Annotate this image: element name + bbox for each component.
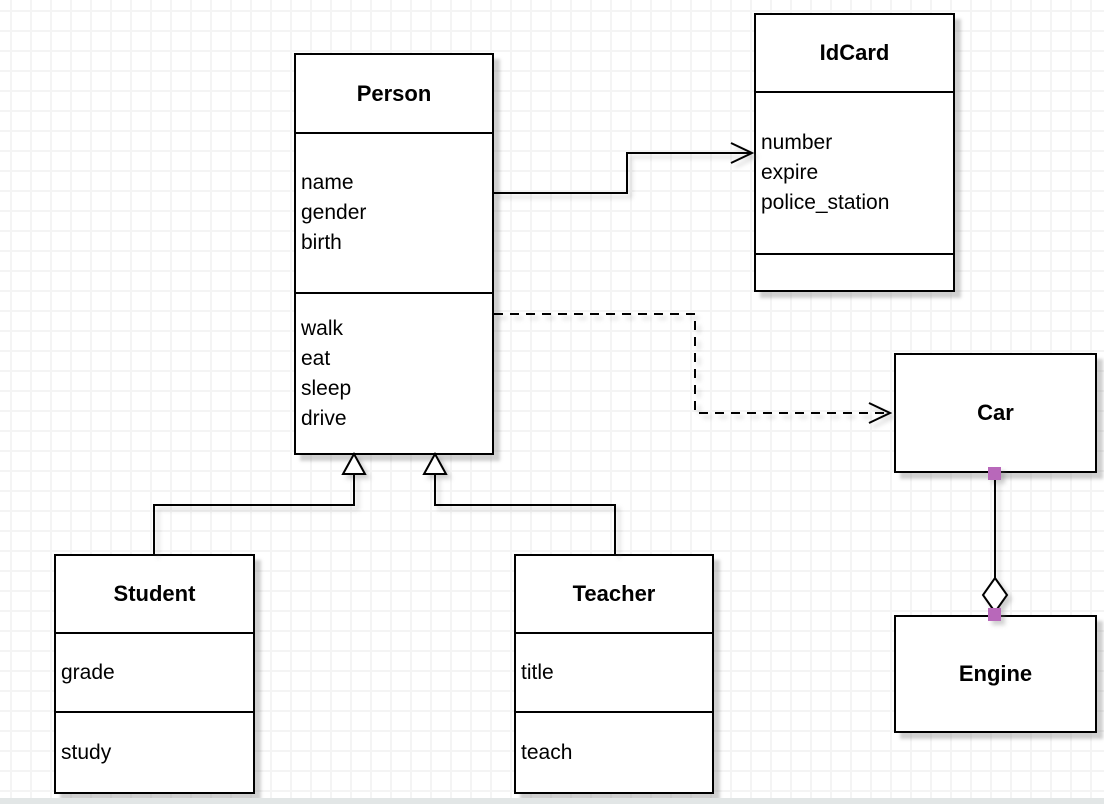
class-student[interactable]: Student grade study: [54, 554, 255, 794]
attribute-name: name: [301, 171, 354, 194]
method-eat: eat: [301, 346, 331, 370]
class-car[interactable]: Car: [894, 353, 1097, 473]
attribute-number: number: [761, 131, 833, 154]
hollow-diamond-icon: [981, 576, 1009, 614]
class-idcard-attributes: number expire police_station: [756, 93, 953, 255]
class-engine-title: Engine: [958, 661, 1033, 686]
class-teacher-methods: teach: [516, 713, 712, 792]
class-person-attributes: name gender birth: [296, 134, 492, 294]
open-arrowhead-icon: [868, 402, 893, 424]
canvas-page-edge: [0, 798, 1104, 804]
class-idcard[interactable]: IdCard number expire police_station: [754, 13, 955, 292]
selection-handle[interactable]: [988, 467, 1001, 480]
class-car-title: Car: [977, 400, 1014, 425]
class-student-title: Student: [56, 556, 253, 634]
hollow-triangle-icon: [341, 451, 367, 475]
connector-association-person-idcard[interactable]: [494, 142, 755, 194]
class-student-methods: study: [56, 713, 253, 792]
class-person-title: Person: [296, 55, 492, 134]
method-walk: walk: [301, 316, 344, 340]
attribute-title: title: [521, 660, 554, 684]
method-sleep: sleep: [301, 376, 352, 400]
connector-aggregation-car-engine[interactable]: [981, 467, 1009, 621]
method-drive: drive: [301, 406, 347, 430]
method-teach: teach: [521, 740, 573, 764]
class-idcard-title: IdCard: [756, 15, 953, 93]
class-engine[interactable]: Engine: [894, 615, 1097, 733]
class-teacher-title: Teacher: [516, 556, 712, 634]
class-student-attributes: grade: [56, 634, 253, 713]
connector-generalization-student-person[interactable]: [153, 451, 367, 554]
attribute-expire: expire: [761, 161, 819, 184]
open-arrowhead-icon: [730, 142, 755, 164]
class-teacher-attributes: title: [516, 634, 712, 713]
connector-dependency-person-car[interactable]: [494, 313, 893, 424]
attribute-grade: grade: [61, 660, 115, 684]
attribute-birth: birth: [301, 231, 342, 254]
class-person-methods: walk eat sleep drive: [296, 294, 492, 453]
class-person[interactable]: Person name gender birth walk eat sleep …: [294, 53, 494, 455]
selection-handle[interactable]: [988, 608, 1001, 621]
class-teacher[interactable]: Teacher title teach: [514, 554, 714, 794]
attribute-gender: gender: [301, 201, 367, 224]
hollow-triangle-icon: [422, 451, 448, 475]
method-study: study: [61, 740, 112, 764]
attribute-police-station: police_station: [761, 191, 890, 214]
connector-generalization-teacher-person[interactable]: [422, 451, 616, 554]
